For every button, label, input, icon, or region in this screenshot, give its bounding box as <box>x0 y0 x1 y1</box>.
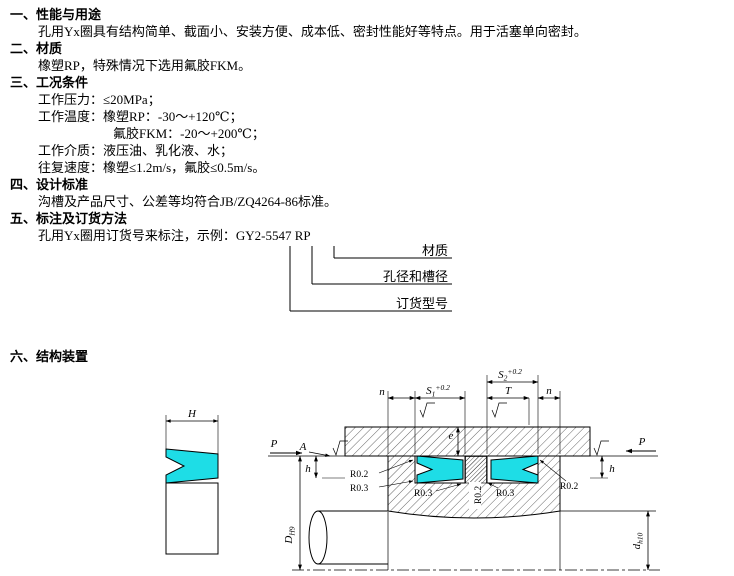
h-dimensions <box>314 455 608 479</box>
condition-line-temp-rp: 工作温度：橡塑RP：-30～+120℃； <box>38 109 243 124</box>
section-heading-2: 二、材质 <box>10 41 63 56</box>
dim-label-d: dh10 <box>631 532 645 549</box>
dim-label-T: T <box>505 385 512 397</box>
middle-land-dense-hatch <box>465 456 487 484</box>
dim-label-s1: S1+0.2 <box>426 383 450 399</box>
roughness-icon <box>332 440 348 457</box>
seal-cross-section <box>165 448 219 484</box>
radius-callouts <box>378 459 567 492</box>
dim-label-n-right: n <box>546 385 552 397</box>
radius-label-r03-left: R0.3 <box>350 484 368 494</box>
order-callout-bore-groove-dia: 孔径和槽径 <box>383 269 448 284</box>
roughness-icon <box>419 402 435 419</box>
radius-label-r03-mid-left: R0.3 <box>414 489 432 499</box>
section-body-2: 橡塑RP，特殊情况下选用氟胶FKM。 <box>38 58 252 73</box>
dim-label-e: e <box>449 430 454 442</box>
section-body-1: 孔用Yx圈具有结构简单、截面小、安装方便、成本低、密封性能好等特点。用于活塞单向… <box>38 24 587 39</box>
section-heading-4: 四、设计标准 <box>10 177 89 192</box>
view-label-A: A <box>299 441 307 453</box>
condition-line-pressure: 工作压力：≤20MPa； <box>38 92 161 107</box>
section-heading-6: 六、结构装置 <box>10 349 89 364</box>
dim-label-H: H <box>187 408 197 420</box>
section-performance: 一、性能与用途 孔用Yx圈具有结构简单、截面小、安装方便、成本低、密封性能好等特… <box>10 6 734 40</box>
leader-lines-group <box>289 246 452 312</box>
pressure-label-right: P <box>638 436 646 448</box>
dim-label-n-left: n <box>379 386 385 398</box>
radius-label-r02-mid-vertical: R0.2 <box>474 486 484 504</box>
ordering-leader-lines: 材质 孔径和槽径 订货型号 <box>289 244 452 312</box>
roughness-marks <box>332 402 609 457</box>
section-standard: 四、设计标准 沟槽及产品尺寸、公差等均符合JB/ZQ4264-86标准。 <box>10 176 734 210</box>
section-heading-3: 三、工况条件 <box>10 75 89 90</box>
seal-profile-figure: H <box>165 408 219 555</box>
seal-left-in-groove <box>416 455 464 484</box>
seal-right-in-groove <box>490 455 539 484</box>
order-callout-model: 订货型号 <box>396 296 448 311</box>
ordering-callout-diagram: 材质 孔径和槽径 订货型号 <box>10 244 734 320</box>
condition-line-speed: 往复速度：橡塑≤1.2m/s，氟胶≤0.5m/s。 <box>38 160 266 175</box>
section-ordering: 五、标注及订货方法 孔用Yx圈用订货号来标注，示例：GY2-5547 RP 材质… <box>10 210 734 320</box>
section-heading-1: 一、性能与用途 <box>10 7 102 22</box>
section-body-4: 沟槽及产品尺寸、公差等均符合JB/ZQ4264-86标准。 <box>38 194 338 209</box>
assembly-section: n S1+0.2 S2+0.2 T n e h h A P P <box>268 367 660 571</box>
condition-line-medium: 工作介质：液压油、乳化液、水； <box>38 143 234 158</box>
dim-label-h-left: h <box>305 463 311 475</box>
radius-label-r02-right: R0.2 <box>560 482 578 492</box>
ordering-example-line: 孔用Yx圈用订货号来标注，示例：GY2-5547 RP <box>10 227 734 244</box>
radius-label-bg <box>469 482 481 509</box>
cylinder-wall-hatch <box>344 426 591 457</box>
roughness-icon <box>491 402 507 419</box>
section-material: 二、材质 橡塑RP，特殊情况下选用氟胶FKM。 <box>10 40 734 74</box>
rod-cylinder <box>308 510 561 570</box>
condition-line-temp-fkm: 氟胶FKM：-20～+200℃； <box>113 126 265 141</box>
radius-label-r02-left: R0.2 <box>350 470 368 480</box>
view-A-arrow <box>308 451 331 457</box>
dim-label-h-right: h <box>609 463 615 475</box>
ordering-example-prefix: 孔用Yx圈用订货号来标注，示例： <box>38 228 236 243</box>
radius-label-r03-mid-right: R0.3 <box>496 489 514 499</box>
top-dimensions <box>387 375 561 454</box>
order-callout-material: 材质 <box>422 244 448 258</box>
dim-label-D: DH9 <box>283 526 297 544</box>
ordering-example-code: GY2-5547 RP <box>235 228 311 243</box>
structure-drawing: H <box>165 367 660 571</box>
section-heading-5: 五、标注及订货方法 <box>10 211 128 226</box>
roughness-icon <box>593 440 609 457</box>
section-conditions: 三、工况条件 工作压力：≤20MPa； 工作温度：橡塑RP：-30～+120℃；… <box>10 74 734 176</box>
dim-label-s2: S2+0.2 <box>498 367 522 383</box>
pressure-label-left: P <box>270 438 278 450</box>
